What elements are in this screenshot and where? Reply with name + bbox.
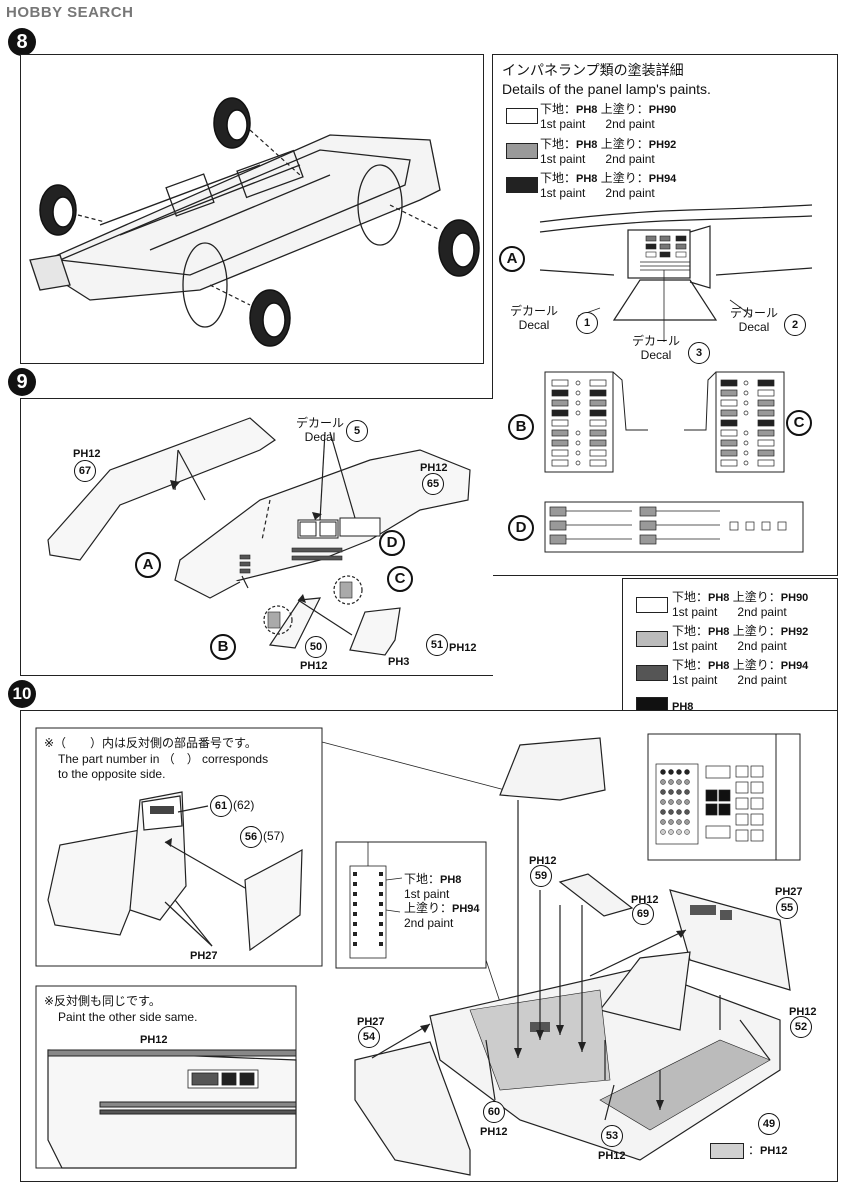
part-61: 61 <box>210 795 232 817</box>
part-57-alt: (57) <box>263 829 285 843</box>
part-56: 56 <box>240 826 262 848</box>
paint-swatch-dark <box>506 177 538 193</box>
seat-code: PH27 <box>190 950 218 962</box>
paint-row-3: 下地：PH8 上塗り：PH94 1st paint 2nd paint <box>540 171 677 200</box>
note1-en-1: The part number in （ ） corresponds <box>58 752 269 766</box>
part-62-alt: (62) <box>233 798 255 812</box>
part-55: 55 <box>776 897 798 919</box>
panel-lamp-details <box>492 54 838 576</box>
part-60: 60 <box>483 1101 505 1123</box>
part-53-code: PH12 <box>598 1150 626 1162</box>
part-65: 65 <box>422 473 444 495</box>
label-d-step9: D <box>379 530 405 556</box>
part-59-code: PH12 <box>529 855 557 867</box>
part-67-code: PH12 <box>73 448 101 460</box>
label-c-step9: C <box>387 566 413 592</box>
step9-decal-number: 5 <box>346 420 368 442</box>
part-67: 67 <box>74 460 96 482</box>
part-69: 69 <box>632 903 654 925</box>
door-code: PH12 <box>140 1034 168 1046</box>
step-10-number: 10 <box>8 680 36 708</box>
key-swatch-dark <box>636 665 668 681</box>
step-8-number: 8 <box>8 28 36 56</box>
part-50-code: PH12 <box>300 660 328 672</box>
label-d-detail: D <box>508 515 534 541</box>
decal-3-number: 3 <box>688 342 710 364</box>
part-h3-code: PH3 <box>388 656 410 668</box>
label-a-detail: A <box>499 246 525 272</box>
part-54: 54 <box>358 1026 380 1048</box>
decal-1-number: 1 <box>576 312 598 334</box>
part-49: 49 <box>758 1113 780 1135</box>
note1-en-2: to the opposite side. <box>58 767 166 781</box>
part-52-code: PH12 <box>789 1006 817 1018</box>
key-swatch-white <box>636 597 668 613</box>
paint-swatch-white <box>506 108 538 124</box>
label-c-detail: C <box>786 410 812 436</box>
panel-lamp-title-jp: インパネランプ類の塗装詳細 <box>502 62 684 78</box>
part-60-code: PH12 <box>480 1126 508 1138</box>
decal-2-number: 2 <box>784 314 806 336</box>
label-b-detail: B <box>508 414 534 440</box>
part-51: 51 <box>426 634 448 656</box>
watermark-logo: HOBBY SEARCH <box>6 4 134 21</box>
part-51-code: PH12 <box>449 642 477 654</box>
strip-paint-text: 下地：PH8 1st paint 上塗り：PH94 2nd paint <box>404 872 480 930</box>
note2-jp: ※反対側も同じです。 <box>44 994 161 1008</box>
label-a-step9: A <box>135 552 161 578</box>
label-b-step9: B <box>210 634 236 660</box>
floor-key-swatch <box>710 1143 744 1159</box>
note2-en: Paint the other side same. <box>58 1010 198 1024</box>
part-65-code: PH12 <box>420 462 448 474</box>
key-row-1: 下地：PH8 上塗り：PH90 1st paint 2nd paint <box>672 590 809 619</box>
paint-row-2: 下地：PH8 上塗り：PH92 1st paint 2nd paint <box>540 137 677 166</box>
part-54-code: PH27 <box>357 1016 385 1028</box>
key-row-2: 下地：PH8 上塗り：PH92 1st paint 2nd paint <box>672 624 809 653</box>
part-52: 52 <box>790 1016 812 1038</box>
note1-jp: ※（ ）内は反対側の部品番号です。 <box>44 736 257 750</box>
floor-key-text: ：PH12 <box>748 1143 788 1157</box>
paint-swatch-grey <box>506 143 538 159</box>
part-55-code: PH27 <box>775 886 803 898</box>
panel-lamp-title-en: Details of the panel lamp's paints. <box>502 81 711 97</box>
key-swatch-light <box>636 631 668 647</box>
part-59: 59 <box>530 865 552 887</box>
part-50: 50 <box>305 636 327 658</box>
key-row-3: 下地：PH8 上塗り：PH94 1st paint 2nd paint <box>672 658 809 687</box>
step-9-number: 9 <box>8 368 36 396</box>
part-53: 53 <box>601 1125 623 1147</box>
paint-row-1: 下地：PH8 上塗り：PH90 1st paint 2nd paint <box>540 102 677 131</box>
